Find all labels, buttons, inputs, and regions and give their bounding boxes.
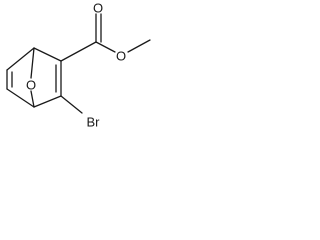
methoxy-oxygen-label: O	[116, 49, 126, 64]
bond-carbonyl-ester-o	[95, 41, 116, 53]
bond-c3-br	[60, 95, 83, 114]
bond-c4-bridge-o	[30, 90, 35, 108]
bond-c2-carbonyl	[60, 41, 97, 62]
ring-oxygen-label: O	[26, 78, 36, 93]
bond-c1-c2	[33, 47, 62, 62]
bond-c1-c6	[6, 47, 35, 71]
bond-ester-o-methyl	[127, 39, 151, 53]
carbonyl-oxygen-label: O	[93, 1, 103, 16]
bond-c3-c4	[33, 95, 62, 108]
bromine-label: Br	[87, 115, 101, 130]
bond-c1-bridge-o	[30, 47, 35, 79]
bond-c4-c5	[6, 88, 35, 108]
molecule-diagram: O O O Br	[6, 1, 151, 130]
